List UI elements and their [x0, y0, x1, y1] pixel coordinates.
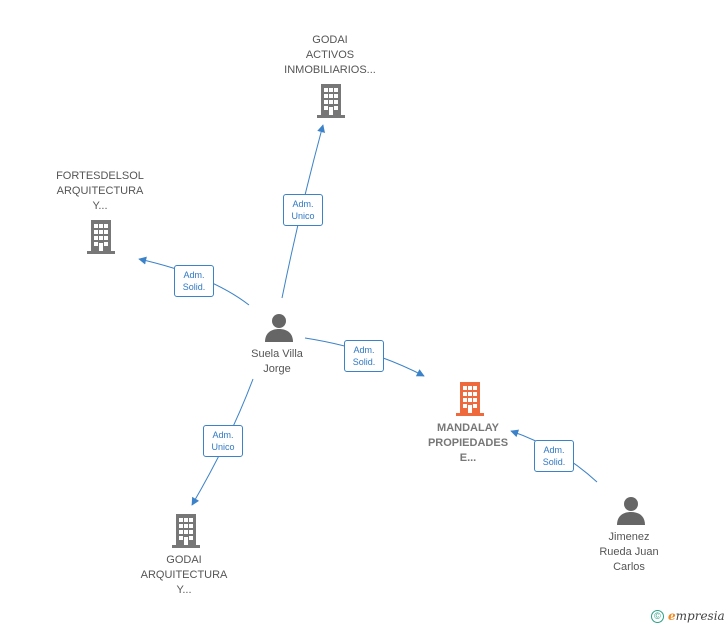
building-icon[interactable] [315, 84, 347, 123]
building-icon[interactable] [170, 514, 202, 553]
node-label-godai-arq[interactable]: GODAI ARQUITECTURA Y... [140, 554, 228, 596]
empresia-logo[interactable]: © empresia [651, 609, 725, 623]
person-icon[interactable] [264, 312, 294, 347]
edge-label-adm-solid: Adm. Solid. [174, 265, 214, 297]
brand-name: mpresia [675, 609, 725, 623]
edge-label-adm-unico: Adm. Unico [283, 194, 323, 226]
person-icon[interactable] [616, 495, 646, 530]
edge-label-adm-unico: Adm. Unico [203, 425, 243, 457]
node-label-jimenez[interactable]: Jimenez Rueda Juan Carlos [599, 531, 659, 573]
building-icon[interactable] [454, 382, 486, 421]
copyright-icon: © [651, 609, 664, 623]
node-label-fortesdelsol[interactable]: FORTESDELSOL ARQUITECTURA Y... [56, 170, 144, 212]
edge-label-adm-solid: Adm. Solid. [534, 440, 574, 472]
edge-label-adm-solid: Adm. Solid. [344, 340, 384, 372]
node-label-suela[interactable]: Suela Villa Jorge [251, 348, 303, 375]
building-icon[interactable] [85, 220, 117, 259]
node-label-mandalay[interactable]: MANDALAY PROPIEDADES E... [427, 422, 509, 464]
node-label-godai-activos[interactable]: GODAI ACTIVOS INMOBILIARIOS... [284, 34, 376, 76]
brand-initial: e [668, 609, 676, 623]
